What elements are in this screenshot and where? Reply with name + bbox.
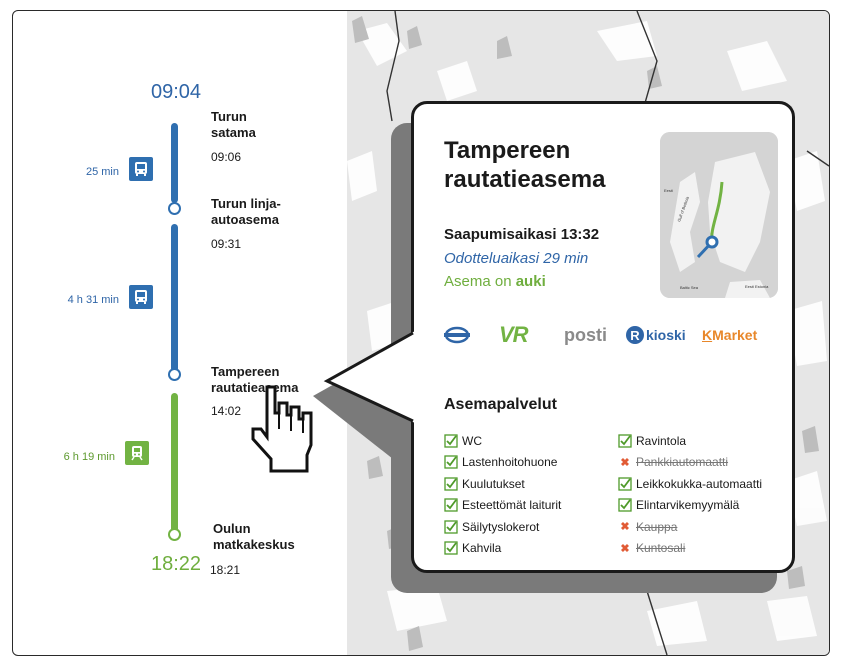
x-icon: ✖ <box>620 456 630 469</box>
posti-logo: posti <box>564 324 607 345</box>
check-icon <box>444 477 458 491</box>
minimap-svg: Eesti Gulf of Bothnia Baltic Sea Eesti E… <box>660 132 778 298</box>
departure-time: 09:04 <box>151 81 202 103</box>
wait-info: Odotteluaikasi 29 min <box>444 250 589 267</box>
service-item: ✖Kauppa <box>618 516 762 538</box>
x-icon: ✖ <box>620 542 630 555</box>
bus-icon <box>129 157 153 181</box>
arrival-info: Saapumisaikasi 13:32 <box>444 226 600 243</box>
leg-line-1 <box>171 123 178 203</box>
minimap-label: Eesti <box>664 188 673 193</box>
check-icon <box>444 455 458 469</box>
vr-logo: VR <box>499 322 529 347</box>
stop-time: 14:02 <box>211 404 242 418</box>
stop-name[interactable]: Tampereen rautatieasema <box>211 364 299 395</box>
popup-pointer <box>323 331 415 423</box>
matkahuolto-logo <box>444 322 470 348</box>
station-status: Asema on auki <box>444 273 546 290</box>
minimap-label: Eesti Estonia <box>745 284 769 289</box>
leg-duration: 25 min <box>85 166 119 178</box>
check-icon <box>618 434 632 448</box>
service-item: ✖Kuntosali <box>618 538 762 560</box>
arrival-time: 18:22 <box>151 553 202 575</box>
service-item: WC <box>444 430 561 452</box>
leg-duration: 6 h 19 min <box>63 451 115 463</box>
service-item: Lastenhoitohuone <box>444 452 561 474</box>
service-item: Säilytyslokerot <box>444 516 561 538</box>
stop-name[interactable]: Turun satama <box>211 109 256 140</box>
check-icon <box>618 498 632 512</box>
check-icon <box>444 434 458 448</box>
service-item: Kuulutukset <box>444 473 561 495</box>
service-item: Elintarvikemyymälä <box>618 495 762 517</box>
hand-cursor-icon <box>251 385 313 473</box>
check-icon <box>444 520 458 534</box>
stop-node[interactable] <box>168 202 181 215</box>
stop-node[interactable] <box>168 528 181 541</box>
status-value: auki <box>515 273 546 290</box>
station-title: Tampereen rautatieasema <box>444 137 606 193</box>
service-item: Leikkokukka-automaatti <box>618 473 762 495</box>
services-left-list: WC Lastenhoitohuone Kuulutukset Esteettö… <box>444 430 561 559</box>
check-icon <box>444 498 458 512</box>
check-icon <box>444 541 458 555</box>
stop-time: 18:21 <box>210 563 241 577</box>
services-title: Asemapalvelut <box>444 396 557 413</box>
route-minimap[interactable]: Eesti Gulf of Bothnia Baltic Sea Eesti E… <box>660 132 778 298</box>
station-popup: Tampereen rautatieasema Saapumisaikasi 1… <box>411 101 795 573</box>
bus-icon <box>129 285 153 309</box>
service-item: Kahvila <box>444 538 561 560</box>
stop-name[interactable]: Turun linja-autoasema <box>211 196 281 227</box>
check-icon <box>618 477 632 491</box>
service-item: Esteettömät laiturit <box>444 495 561 517</box>
stop-name[interactable]: Oulun matkakeskus <box>213 521 295 552</box>
leg-duration: 4 h 31 min <box>67 294 119 306</box>
services-right-list: Ravintola ✖Pankkiautomaatti Leikkokukka-… <box>618 430 762 559</box>
service-item: Ravintola <box>618 430 762 452</box>
stop-node[interactable] <box>168 368 181 381</box>
leg-line-2 <box>171 224 178 372</box>
leg-line-3 <box>171 393 178 533</box>
app-frame: 09:04 18:22 25 min 4 h 31 min 6 h 19 min… <box>12 10 830 656</box>
train-icon <box>125 441 149 465</box>
minimap-label: Baltic Sea <box>680 285 699 290</box>
stop-time: 09:06 <box>211 150 242 164</box>
stop-time: 09:31 <box>211 237 242 251</box>
service-item: ✖Pankkiautomaatti <box>618 452 762 474</box>
x-icon: ✖ <box>620 521 630 534</box>
